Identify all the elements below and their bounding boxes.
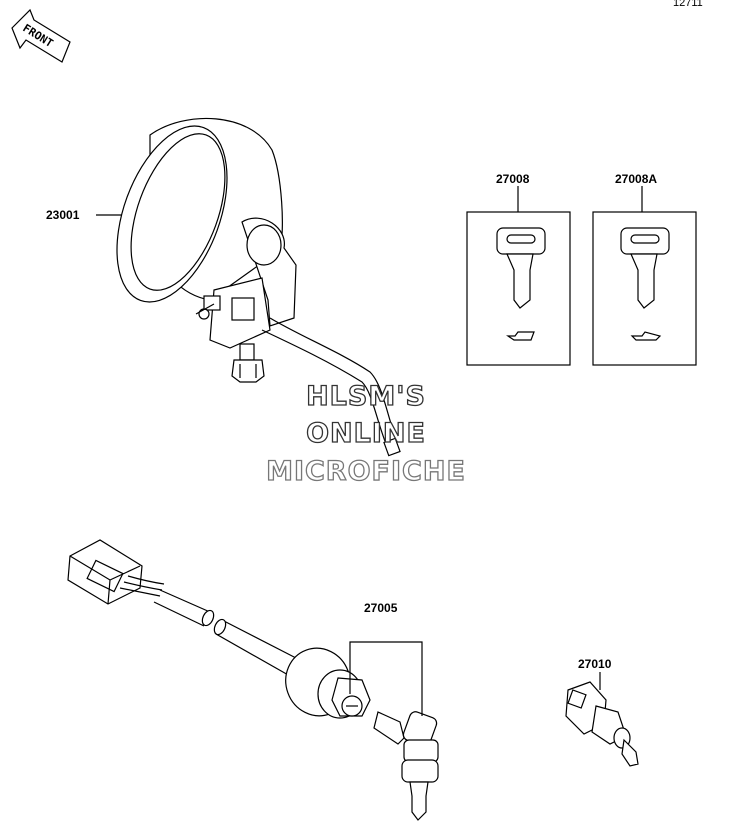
- front-arrow-icon: FRONT: [11, 8, 71, 63]
- part-label-27010: 27010: [578, 657, 612, 671]
- part-label-27008: 27008: [496, 172, 530, 186]
- switch-27010-illustration: [565, 681, 639, 767]
- page-code: 12711: [673, 0, 703, 9]
- key-card-27008a: [592, 211, 697, 366]
- watermark: HLSM'S ONLINE MICROFICHE: [265, 380, 466, 487]
- part-label-23001: 23001: [46, 208, 80, 222]
- watermark-line-3: MICROFICHE: [266, 456, 466, 487]
- key-card-27008: [466, 211, 571, 366]
- part-label-27008a: 27008A: [615, 172, 657, 186]
- work-light-illustration: [116, 117, 401, 457]
- watermark-line-2: ONLINE: [306, 418, 426, 449]
- watermark-line-1: HLSM'S: [306, 381, 426, 412]
- part-label-27005: 27005: [364, 601, 398, 615]
- leader-27005: [349, 641, 423, 716]
- ignition-switch-illustration: [67, 539, 439, 821]
